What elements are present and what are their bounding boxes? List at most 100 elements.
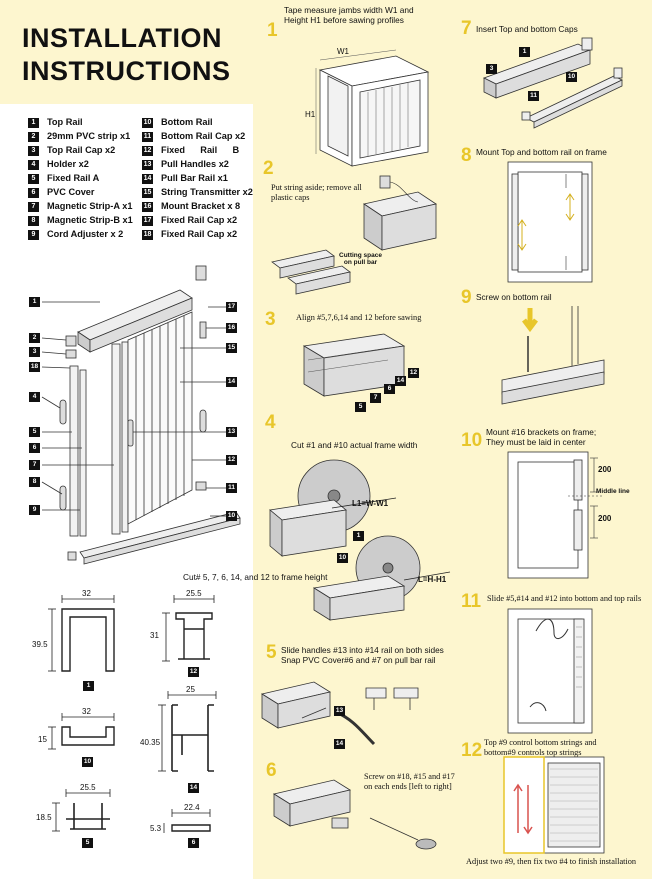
step-2-note: Cutting space on pull bar [339,252,382,266]
step-10-middle-line: Middle line [596,488,630,495]
step-2-text: Put string aside; remove all plastic cap… [271,183,362,202]
step-3-label: 5 [355,402,366,412]
profile-14-label: 14 [188,783,199,793]
title-line2: INSTRUCTIONS [22,56,231,86]
profile-10-label: 10 [82,757,93,767]
profile-6-label: 6 [188,838,199,848]
step-1-number: 1 [267,20,278,41]
step-2-number: 2 [263,158,274,179]
diagram-label: 7 [29,460,40,470]
step-12-footer: Adjust two #9, then fix two #4 to finish… [466,857,637,866]
profile-12-width: 25.5 [186,589,202,598]
profile-10-height: 15 [38,735,47,744]
step-8-text: Mount Top and bottom rail on frame [476,147,607,157]
step-9-text: Screw on bottom rail [476,292,552,302]
step-4-text: Cut #1 and #10 actual frame width [291,440,418,450]
step-4-formula-2: L=H-H1 [418,575,447,584]
step-3-number: 3 [265,309,276,330]
step-12-text: Top #9 control bottom strings and bottom… [484,738,597,757]
profile-5-label: 5 [82,838,93,848]
step-5-label-13: 13 [334,706,345,716]
profile-6-width: 22.4 [184,803,200,812]
step-3-label: 7 [370,393,381,403]
step-10-dim-2: 200 [598,514,612,523]
diagram-label: 18 [29,362,40,372]
step-1-illustration [315,49,430,167]
profile-1-height: 39.5 [32,640,48,649]
profile-12-height: 31 [150,631,159,640]
diagram-label: 9 [29,505,40,515]
step-8-illustration [507,161,593,283]
diagram-label: 11 [226,483,237,493]
diagram-label: 14 [226,377,237,387]
step-10-illustration [507,451,602,579]
profile-10-width: 32 [82,707,91,716]
diagram-label: 6 [29,443,40,453]
step-4-label-1: 1 [353,531,364,541]
title-panel [0,0,253,104]
step-4-number: 4 [265,412,276,433]
profile-14-width: 25 [186,685,195,694]
profile-12-label: 12 [188,667,199,677]
diagram-label: 4 [29,392,40,402]
diagram-label: 1 [29,297,40,307]
step-7-illustration [482,37,623,129]
step-1-text: Tape measure jambs width W1 and Height H… [284,5,414,25]
step-5-illustration [260,681,419,746]
diagram-label: 10 [226,511,237,521]
step-5-label-14: 14 [334,739,345,749]
step-10-dim-1: 200 [598,465,612,474]
step-5-text: Slide handles #13 into #14 rail on both … [281,645,444,665]
step-1-h1-label: H1 [305,110,316,119]
step-3-label: 6 [384,384,395,394]
page-title: INSTALLATION INSTRUCTIONS [22,22,231,88]
step-6-text: Screw on #18, #15 and #17 on each ends [… [364,772,455,791]
step-1-w1-label: W1 [337,47,349,56]
step-12-illustration [503,756,605,854]
profile-5-width: 25.5 [80,783,96,792]
step-2-illustration [271,175,438,295]
step-3-label: 14 [395,376,406,386]
diagram-label: 8 [29,477,40,487]
step-6-illustration [272,779,437,850]
exploded-assembly-diagram [41,265,241,565]
step-4-illustration [269,459,451,621]
step-9-illustration [501,306,605,405]
title-line1: INSTALLATION [22,23,222,53]
diagram-label: 15 [226,343,237,353]
step-11-number: 11 [461,591,482,612]
diagram-label: 17 [226,302,237,312]
profile-14-height: 40.35 [140,738,161,747]
profile-1-label: 1 [83,681,94,691]
step-7-label: 11 [528,91,539,101]
step-3-label: 12 [408,368,419,378]
step-7-label: 10 [566,72,577,82]
step-4-label-10: 10 [337,553,348,563]
diagram-label: 3 [29,347,40,357]
diagram-label: 16 [226,323,237,333]
profile-6-height: 5.3 [150,824,162,833]
step-7-label: 1 [519,47,530,57]
step-4-formula-1: L1=W-W1 [352,499,389,508]
step-11-text: Slide #5,#14 and #12 into bottom and top… [487,594,642,603]
step-7-number: 7 [461,18,472,39]
profile-drawings [48,595,217,833]
profile-1-width: 32 [82,589,91,598]
step-12-number: 12 [461,740,483,761]
step-6-number: 6 [266,760,277,781]
step-9-number: 9 [461,287,472,308]
